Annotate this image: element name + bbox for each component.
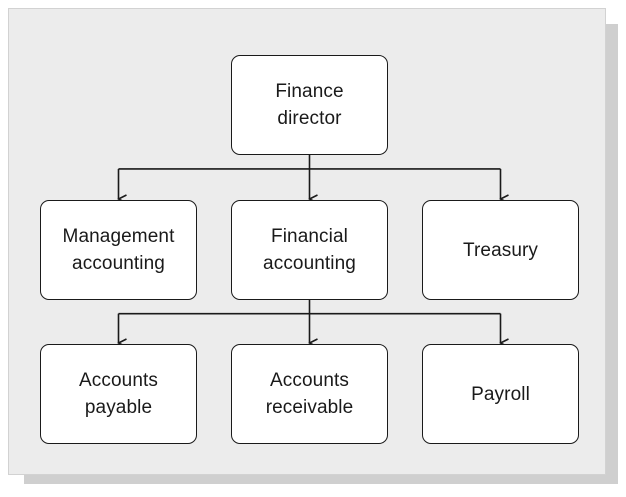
finance-director-label: Finance director [275, 81, 344, 129]
payroll-box: Payroll [422, 344, 579, 444]
financial-accounting-box: Financial accounting [231, 200, 388, 300]
management-accounting-label: Management accounting [62, 226, 175, 274]
treasury-box: Treasury [422, 200, 579, 300]
payroll-label: Payroll [471, 383, 530, 405]
accounts-receivable-label: Accounts receivable [265, 370, 354, 418]
accounts-payable-label: Accounts payable [79, 370, 158, 418]
management-accounting-box: Management accounting [40, 200, 197, 300]
treasury-label: Treasury [462, 239, 539, 261]
accounts-payable-box: Accounts payable [40, 344, 197, 444]
accounts-receivable-box: Accounts receivable [231, 344, 388, 444]
finance-director-box: Finance director [231, 55, 388, 155]
financial-accounting-label: Financial accounting [263, 226, 356, 274]
